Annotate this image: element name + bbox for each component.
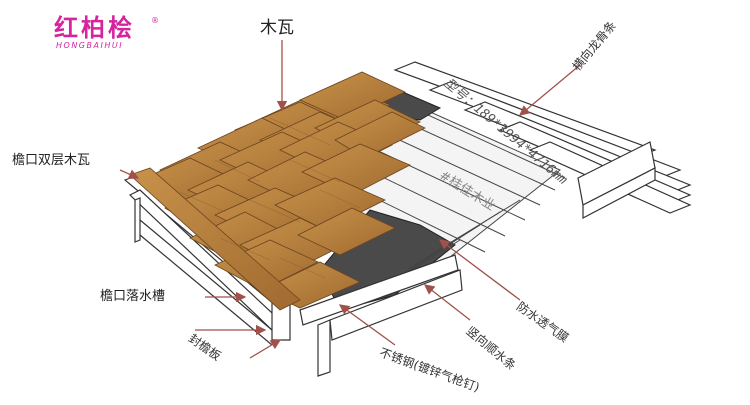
registered-mark: ® xyxy=(151,16,159,25)
brand-subtitle: HONGBAIHUI xyxy=(56,41,124,50)
label-eave-gutter: 檐口落水槽 xyxy=(100,289,166,304)
brand-name: 红柏桧 xyxy=(54,14,135,42)
ridge-beam xyxy=(577,141,656,219)
leader-lines xyxy=(119,40,581,359)
wood-shingles xyxy=(129,71,426,311)
brand-logo: 红柏桧 ® HONGBAIHUI xyxy=(46,14,174,54)
label-eave-double-layer: 檐口双层木瓦 xyxy=(12,153,91,168)
label-wood-shingle: 木瓦 xyxy=(260,18,294,38)
wood-grain xyxy=(179,117,361,279)
